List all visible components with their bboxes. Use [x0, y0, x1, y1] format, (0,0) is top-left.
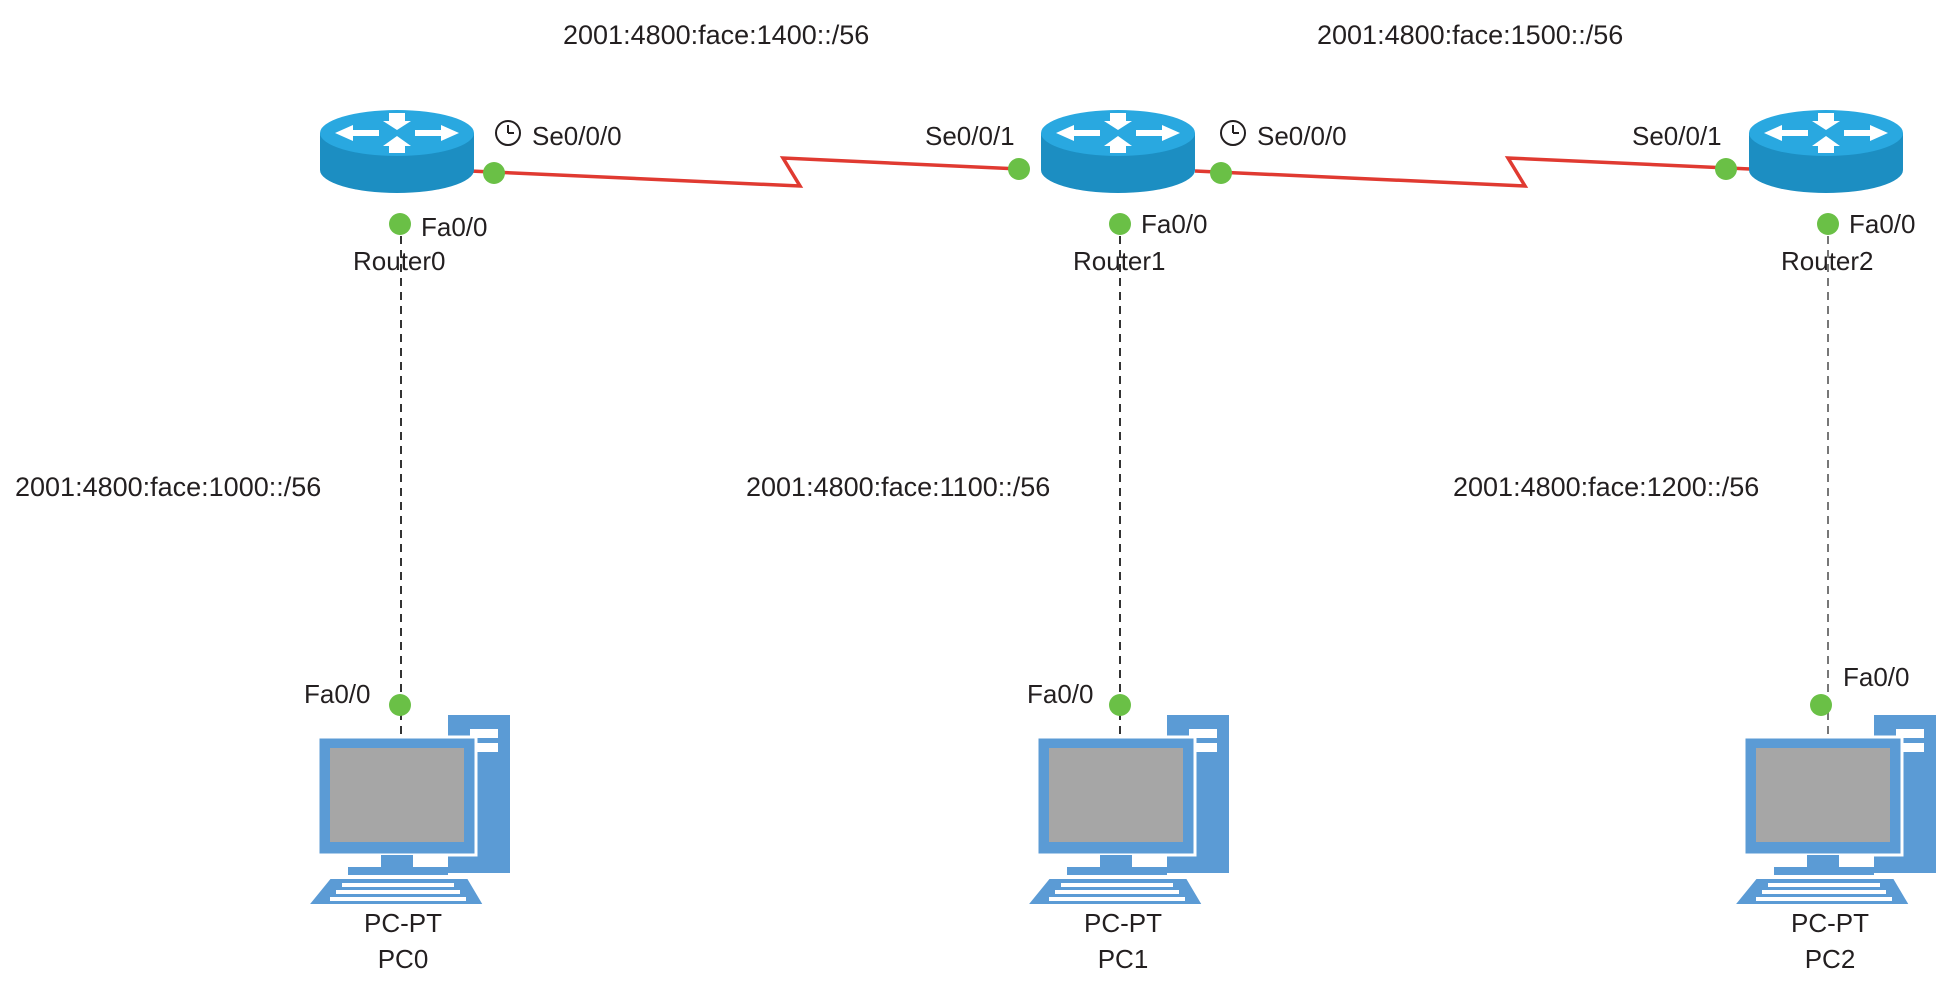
router0-name: Router0 — [353, 246, 446, 276]
router1-se-right-label: Se0/0/0 — [1257, 121, 1347, 151]
serial-link-router1-router2 — [1194, 156, 1751, 188]
router0-se000-port-dot — [483, 162, 505, 184]
router1-se-left-label: Se0/0/1 — [925, 121, 1015, 151]
network-label-lan-r0: 2001:4800:face:1000::/56 — [15, 472, 321, 502]
pc0-model: PC-PT — [364, 908, 442, 938]
router1-se001-port-dot — [1008, 158, 1030, 180]
router0-icon[interactable] — [320, 110, 474, 193]
network-label-lan-r1: 2001:4800:face:1100::/56 — [746, 472, 1050, 502]
pc1-name: PC1 — [1098, 944, 1149, 974]
pc2-port-label: Fa0/0 — [1843, 662, 1910, 692]
router0-se-right-label: Se0/0/0 — [532, 121, 622, 151]
router2-se-left-label: Se0/0/1 — [1632, 121, 1722, 151]
router1-se000-port-dot — [1210, 162, 1232, 184]
serial-link-router0-router1 — [469, 156, 1020, 188]
router0-fa-label: Fa0/0 — [421, 212, 488, 242]
pc1-fa00-port-dot — [1109, 694, 1131, 716]
pc2-model: PC-PT — [1791, 908, 1869, 938]
pc0-port-label: Fa0/0 — [304, 679, 371, 709]
pc1-port-label: Fa0/0 — [1027, 679, 1094, 709]
clock-icon — [495, 120, 521, 146]
pc2-name: PC2 — [1805, 944, 1856, 974]
router1-icon[interactable] — [1041, 110, 1195, 193]
clock-icon — [1220, 120, 1246, 146]
network-label-serial-r1-r2: 2001:4800:face:1500::/56 — [1317, 20, 1623, 50]
pc0-fa00-port-dot — [389, 694, 411, 716]
router0-fa00-port-dot — [389, 213, 411, 235]
pc2-icon[interactable] — [1732, 713, 1938, 907]
router2-se001-port-dot — [1715, 158, 1737, 180]
router2-icon[interactable] — [1749, 110, 1903, 193]
pc1-icon[interactable] — [1025, 713, 1231, 907]
pc0-icon[interactable] — [306, 713, 512, 907]
network-label-lan-r2: 2001:4800:face:1200::/56 — [1453, 472, 1759, 502]
pc2-fa00-port-dot — [1810, 694, 1832, 716]
router1-fa-label: Fa0/0 — [1141, 209, 1208, 239]
router1-fa00-port-dot — [1109, 213, 1131, 235]
router2-name: Router2 — [1781, 246, 1874, 276]
network-label-serial-r0-r1: 2001:4800:face:1400::/56 — [563, 20, 869, 50]
pc1-model: PC-PT — [1084, 908, 1162, 938]
router2-fa00-port-dot — [1817, 213, 1839, 235]
pc0-name: PC0 — [378, 944, 429, 974]
router2-fa-label: Fa0/0 — [1849, 209, 1916, 239]
router1-name: Router1 — [1073, 246, 1166, 276]
